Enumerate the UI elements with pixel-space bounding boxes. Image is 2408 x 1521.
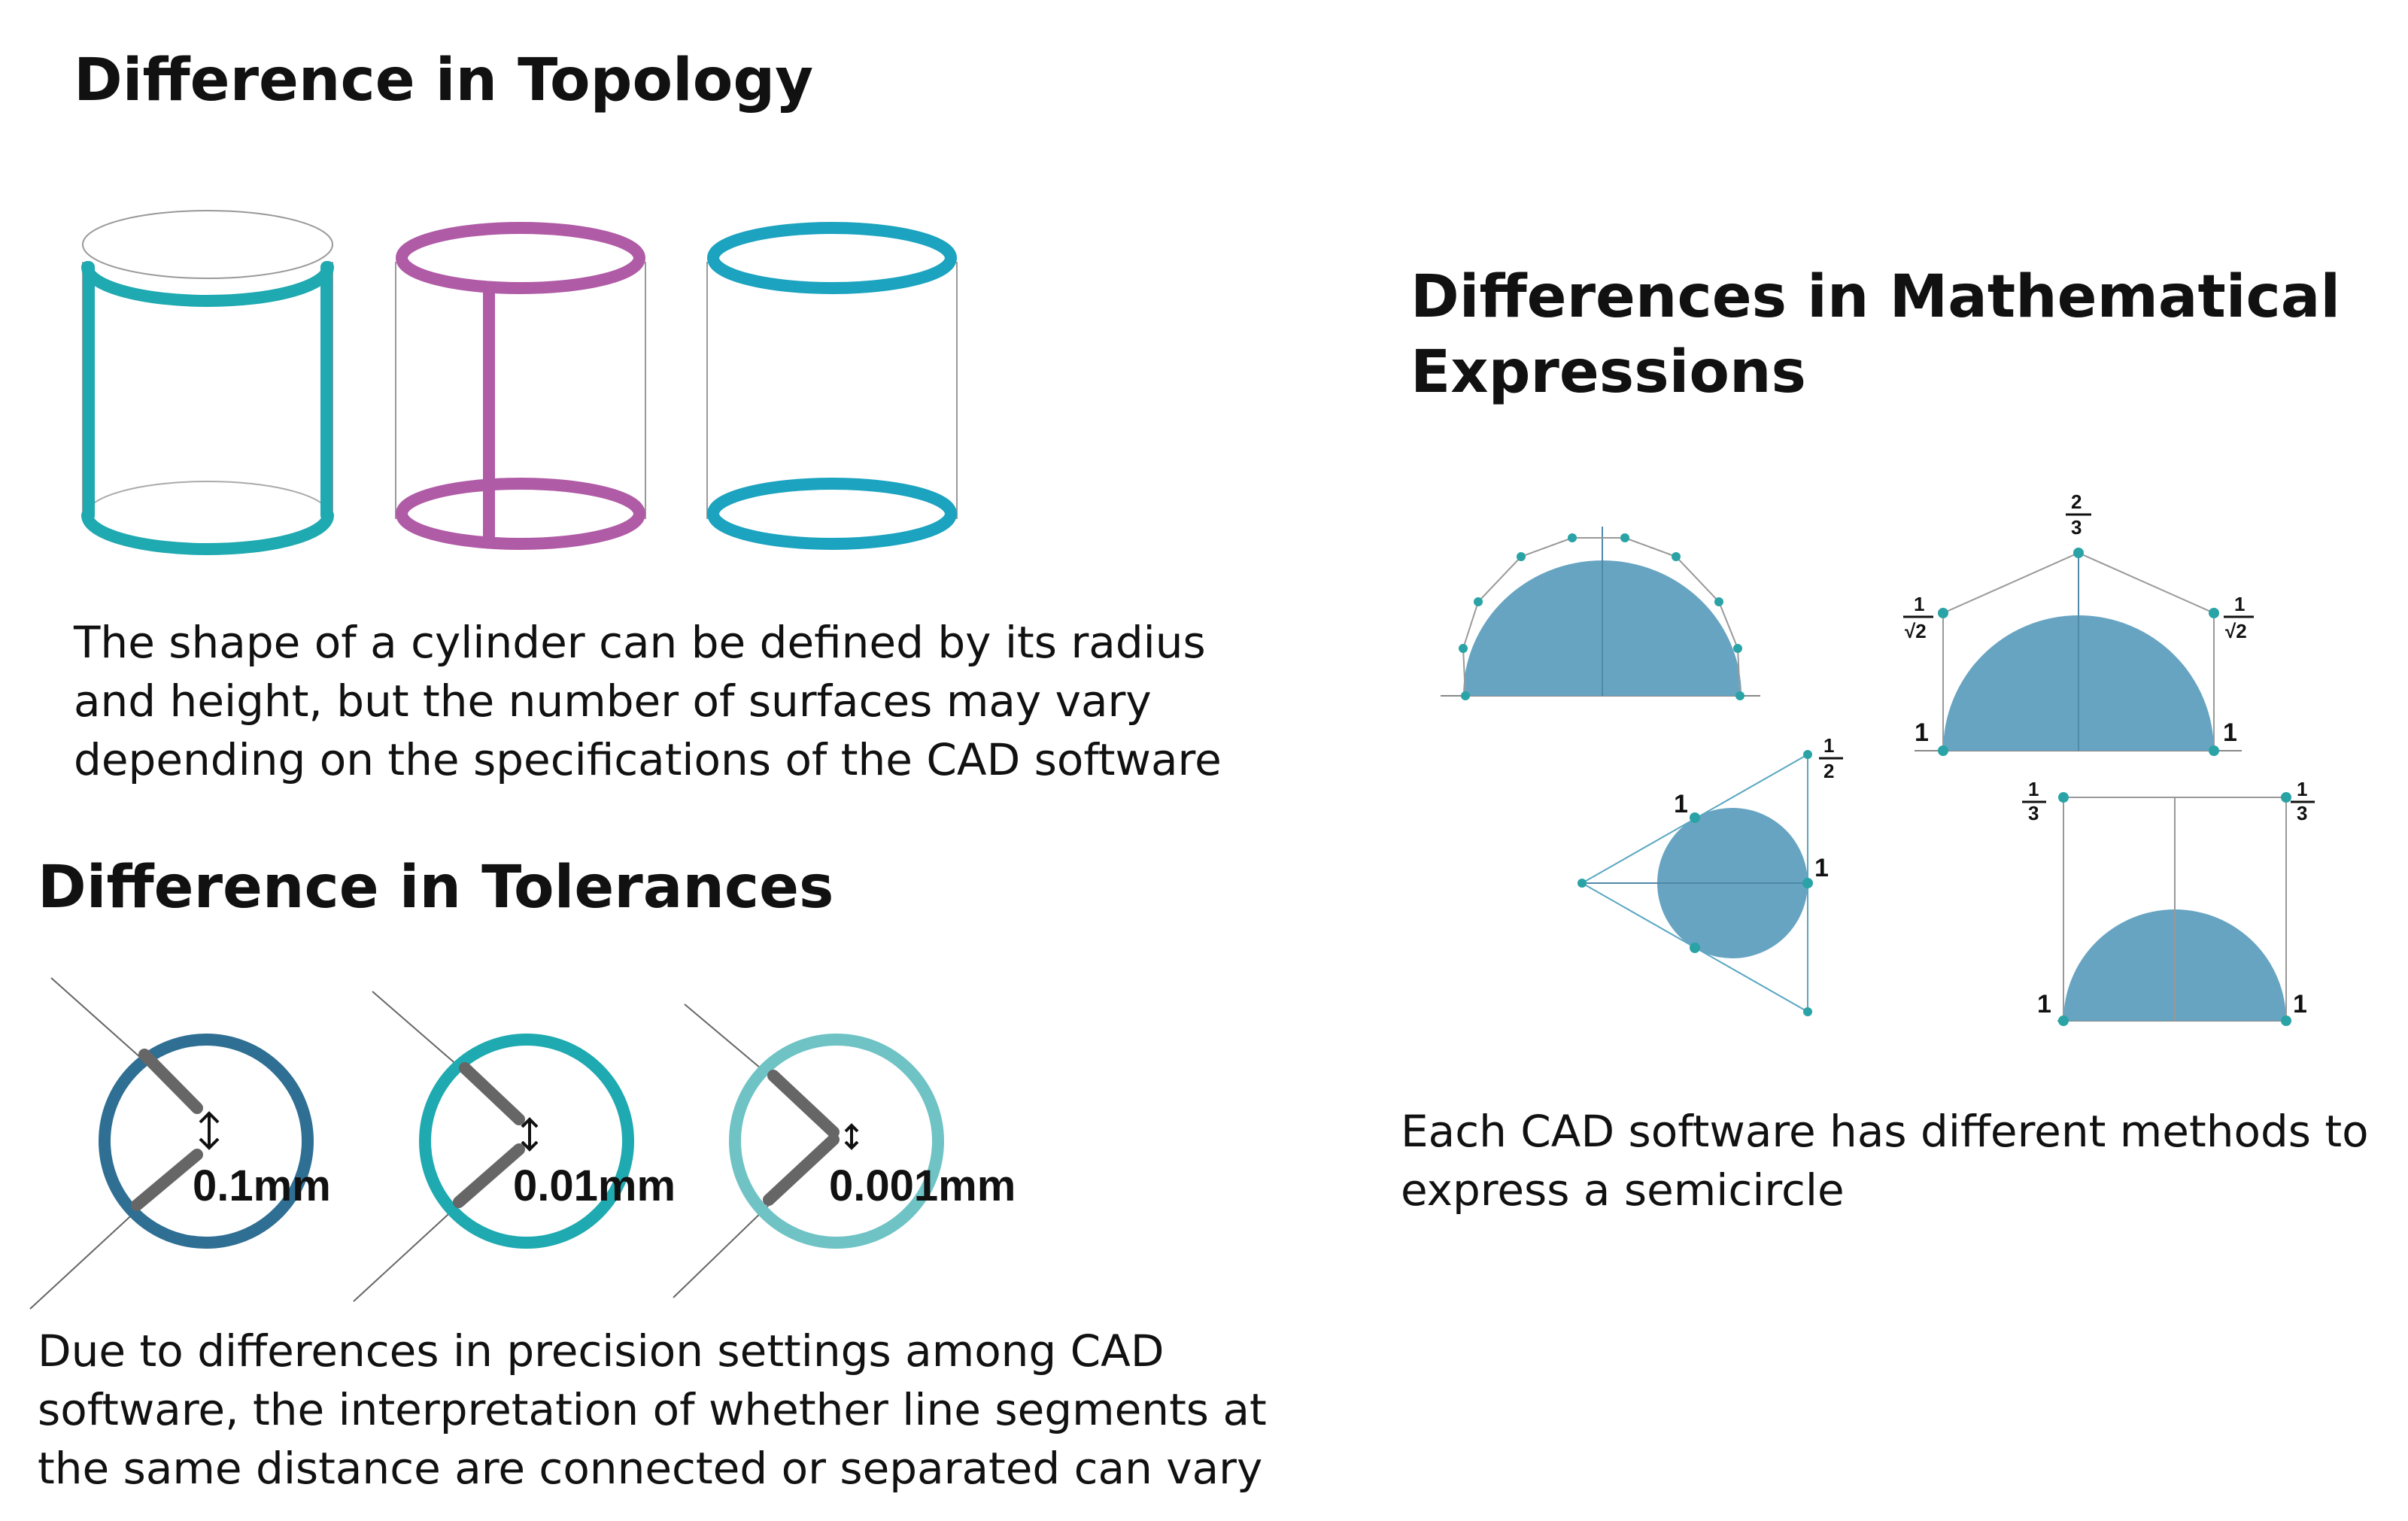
weight-label: 1 <box>2293 990 2307 1019</box>
semicircle-rectangular: 1 1 1 3 1 3 <box>2022 778 2315 1026</box>
tolerance-0.01mm-detail: 0.01mm <box>353 991 676 1302</box>
math-title-line: Differences in Mathematical <box>1410 263 2341 331</box>
tolerances-caption-line: software, the interpretation of whether … <box>38 1384 1267 1435</box>
cylinder-side-surface <box>81 210 334 555</box>
weight-denominator: 3 <box>2028 802 2039 824</box>
math-caption-line: Each CAD software has different methods … <box>1401 1106 2369 1157</box>
weight-numerator: 1 <box>2234 593 2245 615</box>
topology-caption-line: The shape of a cylinder can be defined b… <box>74 617 1206 668</box>
semicircle-multi-point <box>1441 527 1760 700</box>
weight-numerator: 1 <box>2297 778 2307 800</box>
weight-denominator: √2 <box>2225 620 2247 642</box>
weight-denominator: 2 <box>1823 760 1834 782</box>
topology-caption-line: depending on the specifications of the C… <box>74 734 1222 785</box>
weight-denominator: √2 <box>1905 620 1927 642</box>
tolerance-0.1mm-detail: 0.1mm <box>29 977 331 1310</box>
weight-label: 1 <box>1814 854 1829 882</box>
tolerance-label: 0.1mm <box>193 1161 331 1210</box>
weight-numerator: 2 <box>2071 490 2082 513</box>
topology-caption-line: and height, but the number of surfaces m… <box>74 675 1152 727</box>
math-title: Differences in Mathematical Expressions <box>1410 260 2340 410</box>
weight-label: 1 <box>1915 718 1929 747</box>
cylinder-seam-edge <box>395 222 646 550</box>
topology-caption: The shape of a cylinder can be defined b… <box>74 613 1222 789</box>
weight-denominator: 3 <box>2297 802 2307 824</box>
tolerance-label: 0.001mm <box>829 1161 1016 1210</box>
weight-label: 1 <box>1674 790 1688 818</box>
semicircle-weighted-pentagon: 1 1 2 3 1 √2 1 √2 <box>1903 490 2254 756</box>
tolerance-label: 0.01mm <box>513 1161 676 1210</box>
tolerance-0.001mm-detail: 0.001mm <box>673 1003 1016 1298</box>
weight-numerator: 1 <box>2028 778 2039 800</box>
topology-title: Difference in Topology <box>74 47 814 114</box>
circle-in-triangle: 1 1 1 2 <box>1577 734 1843 1016</box>
weight-label: 1 <box>2037 990 2051 1019</box>
weight-label: 1 <box>2223 718 2237 747</box>
tolerances-caption-line: the same distance are connected or separ… <box>38 1443 1263 1494</box>
tolerances-caption: Due to differences in precision settings… <box>38 1322 1267 1498</box>
math-caption-line: express a semicircle <box>1401 1164 1845 1216</box>
tolerances-caption-line: Due to differences in precision settings… <box>38 1325 1165 1377</box>
weight-numerator: 1 <box>1914 593 1924 615</box>
math-title-line: Expressions <box>1410 339 1806 406</box>
weight-denominator: 3 <box>2071 516 2082 539</box>
math-caption: Each CAD software has different methods … <box>1401 1102 2369 1219</box>
weight-numerator: 1 <box>1823 734 1834 757</box>
tolerances-title: Difference in Tolerances <box>38 854 834 921</box>
cylinder-circular-edges <box>706 222 958 550</box>
